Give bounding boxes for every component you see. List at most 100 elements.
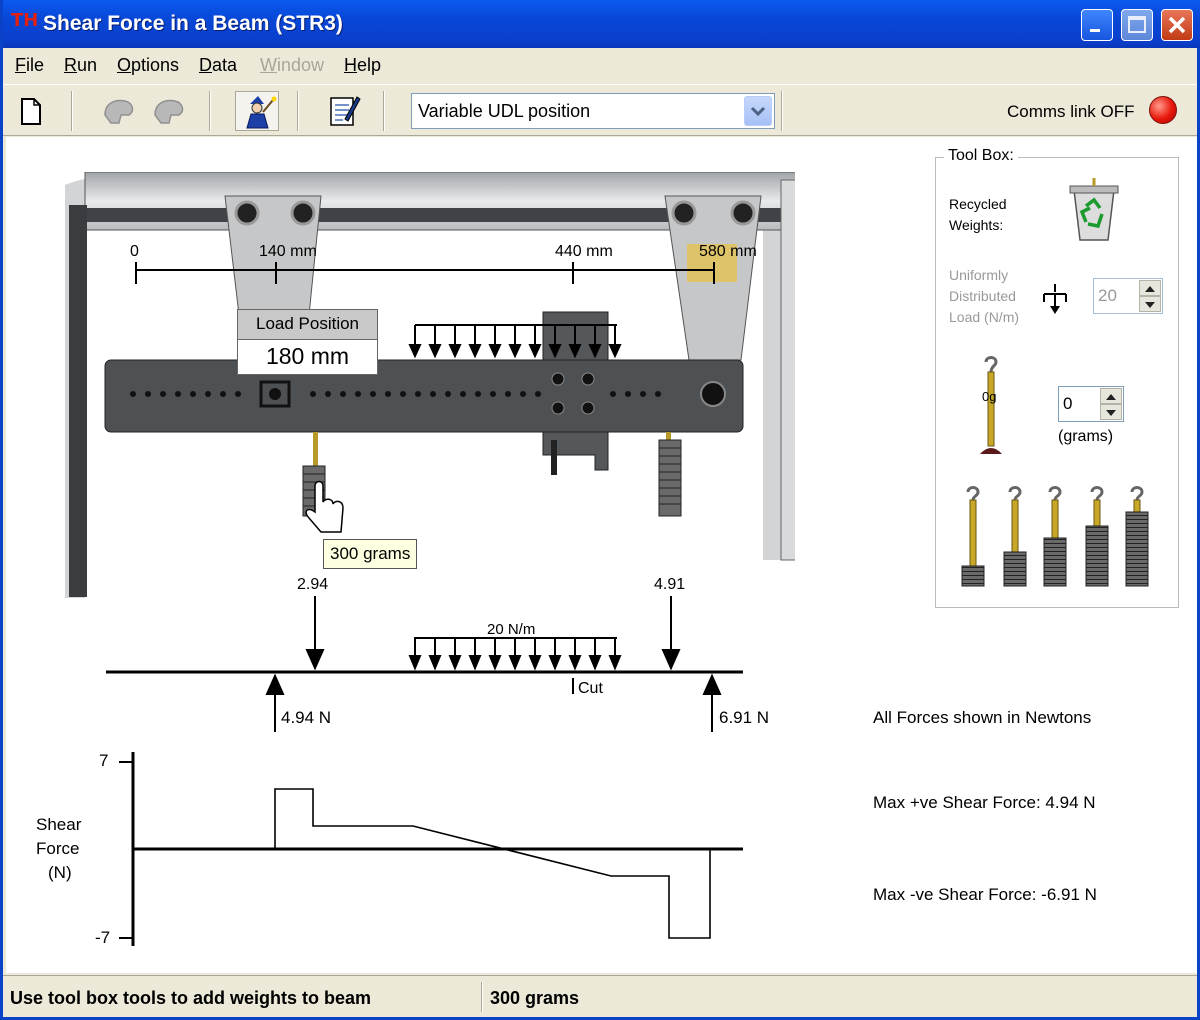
fbd-reactions [265, 673, 722, 732]
recycled-weights-label-2: Weights: [949, 217, 1004, 233]
title-bar[interactable]: TH Shear Force in a Beam (STR3) [3, 0, 1200, 48]
weight-100g-icon [961, 486, 985, 587]
hand-back-icon [104, 99, 134, 124]
beam-apparatus-image [65, 172, 795, 598]
menu-bar: File Run Options Data Window Help [3, 48, 1197, 82]
beam-holes [130, 391, 661, 397]
tool-box-title: Tool Box: [944, 147, 1018, 165]
scale-mark-580: 580 mm [699, 243, 757, 260]
toolbar: Variable UDL position Comms link OFF [3, 84, 1197, 136]
grams-decrement-button[interactable] [1100, 404, 1122, 420]
grams-value: 0 [1063, 394, 1073, 413]
units-note: All Forces shown in Newtons [873, 708, 1092, 727]
fbd-udl-label: 20 N/m [487, 621, 536, 638]
shear-force-diagram [119, 752, 743, 946]
recycled-weights-label-1: Recycled [949, 196, 1007, 212]
udl-tool-icon[interactable] [1040, 282, 1070, 316]
fbd-left-reaction: 4.94 N [281, 708, 332, 727]
undo-weight-button [97, 91, 141, 131]
fbd-udl-arrows [408, 637, 622, 671]
hand-forward-icon [154, 99, 184, 124]
udl-value-spinner[interactable]: 20 [1093, 278, 1163, 314]
grams-increment-button[interactable] [1100, 388, 1122, 404]
scale-mark-140: 140 mm [259, 243, 317, 260]
comms-status: Comms link OFF [1007, 102, 1135, 121]
udl-label-2: Distributed [949, 288, 1016, 304]
hanger-tool-icon[interactable] [976, 354, 1006, 458]
workspace [6, 137, 1197, 973]
load-position-box: Load Position 180 mm [237, 309, 378, 375]
menu-file[interactable]: File [15, 55, 45, 75]
weight-300g-icon [1043, 486, 1067, 587]
sfd-ylabel-line1: Shear [36, 815, 82, 834]
app-logo-icon: TH [11, 10, 39, 31]
sfd-ylabel-line3: (N) [48, 863, 72, 882]
fbd-right-reaction: 6.91 N [719, 708, 770, 727]
fbd-point-loads [305, 596, 681, 671]
close-icon [1168, 16, 1186, 34]
grams-unit-label: (grams) [1058, 428, 1114, 445]
scale-mark-0: 0 [130, 243, 139, 260]
window-title: Shear Force in a Beam (STR3) [43, 12, 343, 35]
load-position-label: Load Position [238, 310, 377, 340]
fbd-right-load-value: 4.91 [654, 576, 686, 593]
minimize-icon [1090, 29, 1100, 32]
notes-button[interactable] [321, 91, 365, 131]
arrow-down-icon [1145, 302, 1155, 308]
sfd-curve [274, 788, 711, 939]
status-hint: Use tool box tools to add weights to bea… [10, 988, 372, 1008]
notepad-pencil-icon [330, 96, 361, 126]
weight-200g-icon [1003, 486, 1027, 587]
udl-value: 20 [1098, 286, 1117, 305]
udl-decrement-button[interactable] [1139, 296, 1161, 312]
weight-tooltip: 300 grams [323, 539, 418, 569]
wizard-button[interactable] [235, 91, 279, 131]
wizard-icon [246, 96, 277, 129]
fbd-cut-label: Cut [578, 680, 603, 697]
new-document-icon [21, 98, 41, 125]
sfd-y-min-label: -7 [95, 928, 111, 947]
weight-400g-icon [1085, 486, 1109, 587]
grams-spinner[interactable]: 0 [1058, 386, 1124, 422]
close-button[interactable] [1161, 9, 1193, 41]
scale-mark-440: 440 mm [555, 243, 613, 260]
max-positive-shear: Max +ve Shear Force: 4.94 N [873, 793, 1096, 812]
sfd-y-ticks [119, 761, 133, 939]
menu-run[interactable]: Run [64, 55, 98, 75]
weight-500g-icon [1125, 486, 1149, 587]
sfd-y-max-label: 7 [99, 751, 109, 770]
fbd-left-load-value: 2.94 [297, 576, 329, 593]
arrow-down-icon [1106, 410, 1116, 416]
menu-data[interactable]: Data [199, 55, 238, 75]
load-position-value: 180 mm [265, 343, 350, 369]
recycle-bin-icon[interactable] [1064, 176, 1124, 244]
redo-weight-button [147, 91, 191, 131]
maximize-icon [1128, 16, 1146, 33]
tool-box: Tool Box: Recycled Weights: Uniformly Di… [935, 147, 1179, 608]
udl-label-1: Uniformly [949, 267, 1009, 283]
comms-indicator-icon [1149, 96, 1177, 124]
maximize-button[interactable] [1121, 9, 1153, 41]
status-bar: Use tool box tools to add weights to bea… [3, 975, 1197, 1017]
new-document-button[interactable] [9, 91, 53, 131]
max-negative-shear: Max -ve Shear Force: -6.91 N [873, 885, 1097, 904]
free-body-diagram [106, 596, 743, 732]
hand-cursor-icon [305, 480, 344, 533]
status-selection: 300 grams [490, 988, 580, 1008]
mode-select-dropdown-button[interactable] [744, 96, 772, 126]
weight-palette [961, 486, 1149, 587]
udl-increment-button[interactable] [1139, 280, 1161, 296]
udl-label-3: Load (N/m) [949, 309, 1020, 325]
mode-select-value: Variable UDL position [418, 101, 591, 121]
menu-window: Window [260, 55, 325, 75]
sfd-ylabel-line2: Force [36, 839, 80, 858]
menu-help[interactable]: Help [344, 55, 382, 75]
menu-options[interactable]: Options [117, 55, 180, 75]
arrow-up-icon [1145, 286, 1155, 292]
mode-select[interactable]: Variable UDL position [411, 93, 775, 129]
minimize-button[interactable] [1081, 9, 1113, 41]
udl-arrows-beam [408, 324, 622, 359]
arrow-up-icon [1106, 394, 1116, 400]
chevron-down-icon [750, 106, 766, 117]
